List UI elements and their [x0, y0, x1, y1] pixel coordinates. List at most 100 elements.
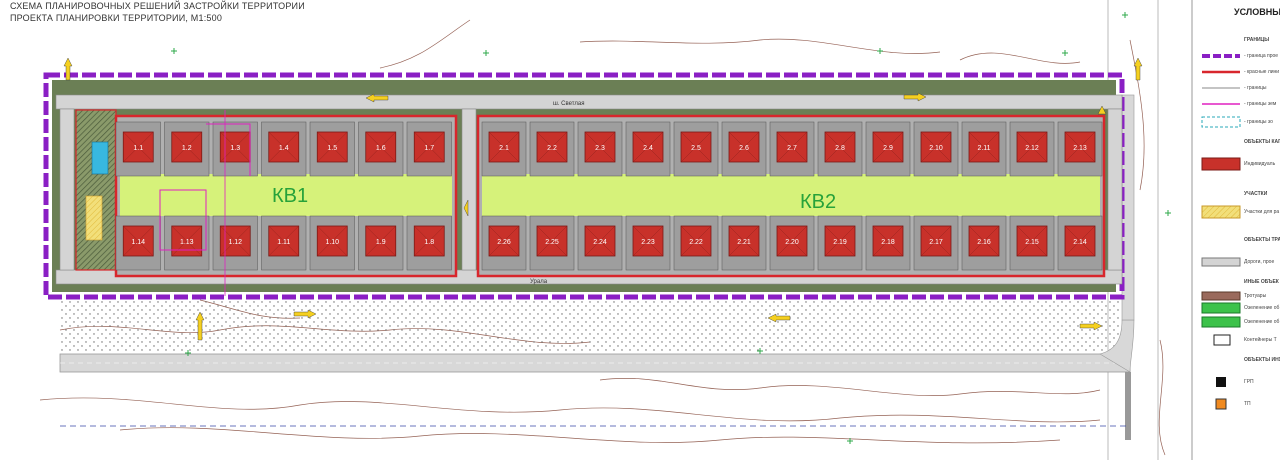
legend-item-label: - красные лини: [1244, 69, 1280, 75]
roof-lines: [872, 225, 904, 257]
roof-lines: [968, 131, 1000, 163]
plot-kv2-bottom[interactable]: 2.22: [673, 215, 719, 271]
legend-item-label: ОБЪЕКТЫ ТРА ИНФРАСТРУКТ: [1244, 237, 1280, 243]
plan-title-line-1: СХЕМА ПЛАНИРОВОЧНЫХ РЕШЕНИЙ ЗАСТРОЙКИ ТЕ…: [10, 1, 305, 11]
plot-kv2-top[interactable]: 2.10: [913, 121, 959, 177]
plot-number: 2.3: [595, 145, 605, 152]
legend-item-label: Индивидуаль: [1244, 161, 1276, 167]
plot-kv1-bottom[interactable]: 1.13: [164, 215, 210, 271]
roof-lines: [171, 225, 202, 257]
plot-kv1-top[interactable]: 1.5: [309, 121, 355, 177]
legend-item-label: Дороги, прое: [1244, 259, 1275, 265]
plot-kv2-top[interactable]: 2.1: [481, 121, 527, 177]
plot-kv2-bottom[interactable]: 2.21: [721, 215, 767, 271]
plot-kv2-top[interactable]: 2.12: [1009, 121, 1055, 177]
plot-kv2-bottom[interactable]: 2.14: [1057, 215, 1103, 271]
plot-number: 1.8: [424, 239, 434, 246]
legend-item-label: Контейнеры Т: [1244, 337, 1277, 343]
plot-kv2-top[interactable]: 2.6: [721, 121, 767, 177]
plot-kv2-bottom[interactable]: 2.19: [817, 215, 863, 271]
legend-item-label: ОБЪЕКТЫ КАП. СТРОИТЕЛЬС: [1244, 139, 1280, 145]
plot-number: 2.10: [929, 145, 943, 152]
plot-kv2-top[interactable]: 2.11: [961, 121, 1007, 177]
legend-symbol: [1201, 116, 1241, 128]
plot-number: 1.7: [424, 145, 434, 152]
plot-kv1-bottom[interactable]: 1.9: [358, 215, 404, 271]
plot-number: 1.1: [133, 145, 143, 152]
roof-lines: [414, 131, 445, 163]
plot-number: 2.26: [497, 239, 511, 246]
plot-kv2-bottom[interactable]: 2.17: [913, 215, 959, 271]
legend-symbol: [1201, 291, 1241, 301]
plot-number: 2.1: [499, 145, 509, 152]
internal-road-top[interactable]: [55, 94, 1123, 110]
plot-kv2-top[interactable]: 2.13: [1057, 121, 1103, 177]
plot-kv2-top[interactable]: 2.9: [865, 121, 911, 177]
plot-number: 1.11: [277, 239, 290, 246]
park-area[interactable]: [75, 109, 117, 271]
plot-kv1-top[interactable]: 1.7: [406, 121, 452, 177]
plot-kv2-top[interactable]: 2.4: [625, 121, 671, 177]
roof-lines: [488, 131, 520, 163]
plot-kv2-top[interactable]: 2.3: [577, 121, 623, 177]
plot-kv1-top[interactable]: 1.2: [164, 121, 210, 177]
plot-kv2-bottom[interactable]: 2.26: [481, 215, 527, 271]
roof-lines: [680, 131, 712, 163]
plot-kv1-top[interactable]: 1.6: [358, 121, 404, 177]
plot-number: 1.5: [327, 145, 337, 152]
roof-lines: [968, 225, 1000, 257]
project-boundary: [43, 72, 1125, 300]
plot-kv2-bottom[interactable]: 2.24: [577, 215, 623, 271]
internal-road-west[interactable]: [59, 108, 75, 271]
legend-item-label: - границы зем: [1244, 101, 1277, 107]
internal-road-east[interactable]: [1107, 108, 1123, 271]
playground-icon: [91, 141, 109, 175]
plot-kv2-bottom[interactable]: 2.23: [625, 215, 671, 271]
plot-kv2-top[interactable]: 2.8: [817, 121, 863, 177]
block-kv1-lawn: [120, 174, 452, 216]
plot-number: 1.4: [279, 145, 289, 152]
plot-kv1-top[interactable]: 1.4: [261, 121, 307, 177]
roof-lines: [584, 131, 616, 163]
meadow-zone: [60, 300, 1120, 352]
plot-kv2-bottom[interactable]: 2.15: [1009, 215, 1055, 271]
legend-item-label: ГРП: [1244, 379, 1254, 385]
plot-kv2-top[interactable]: 2.7: [769, 121, 815, 177]
plot-kv2-top[interactable]: 2.2: [529, 121, 575, 177]
legend-item-label: - граница прое: [1244, 53, 1279, 59]
roof-lines: [171, 131, 202, 163]
plot-number: 2.6: [739, 145, 749, 152]
plot-kv1-bottom[interactable]: 1.10: [309, 215, 355, 271]
plot-number: 1.2: [182, 145, 192, 152]
plot-number: 2.8: [835, 145, 845, 152]
plot-kv1-bottom[interactable]: 1.8: [406, 215, 452, 271]
plot-number: 1.14: [131, 239, 145, 246]
plot-kv2-bottom[interactable]: 2.20: [769, 215, 815, 271]
plot-kv2-bottom[interactable]: 2.25: [529, 215, 575, 271]
internal-road-middle[interactable]: [461, 108, 477, 271]
roof-lines: [317, 225, 348, 257]
block-label-kv2: КВ2: [800, 191, 836, 213]
roof-lines: [632, 131, 664, 163]
plot-number: 1.10: [325, 239, 339, 246]
roof-lines: [728, 131, 760, 163]
plot-number: 2.2: [547, 145, 557, 152]
plot-kv2-bottom[interactable]: 2.16: [961, 215, 1007, 271]
plot-kv2-top[interactable]: 2.5: [673, 121, 719, 177]
plot-number: 2.20: [785, 239, 799, 246]
plot-number: 2.23: [641, 239, 655, 246]
plot-kv1-top[interactable]: 1.1: [115, 121, 161, 177]
plot-kv1-bottom[interactable]: 1.12: [212, 215, 258, 271]
roof-lines: [920, 225, 952, 257]
legend-symbol: [1201, 205, 1241, 219]
legend-symbol: [1201, 302, 1241, 314]
plot-kv1-top[interactable]: 1.3: [212, 121, 258, 177]
plot-number: 2.18: [881, 239, 895, 246]
roof-lines: [365, 131, 396, 163]
legend-item-label: Озеленение об: [1244, 319, 1280, 325]
plot-number: 2.12: [1025, 145, 1039, 152]
plot-kv2-bottom[interactable]: 2.18: [865, 215, 911, 271]
plot-kv1-bottom[interactable]: 1.11: [261, 215, 307, 271]
plot-kv1-bottom[interactable]: 1.14: [115, 215, 161, 271]
